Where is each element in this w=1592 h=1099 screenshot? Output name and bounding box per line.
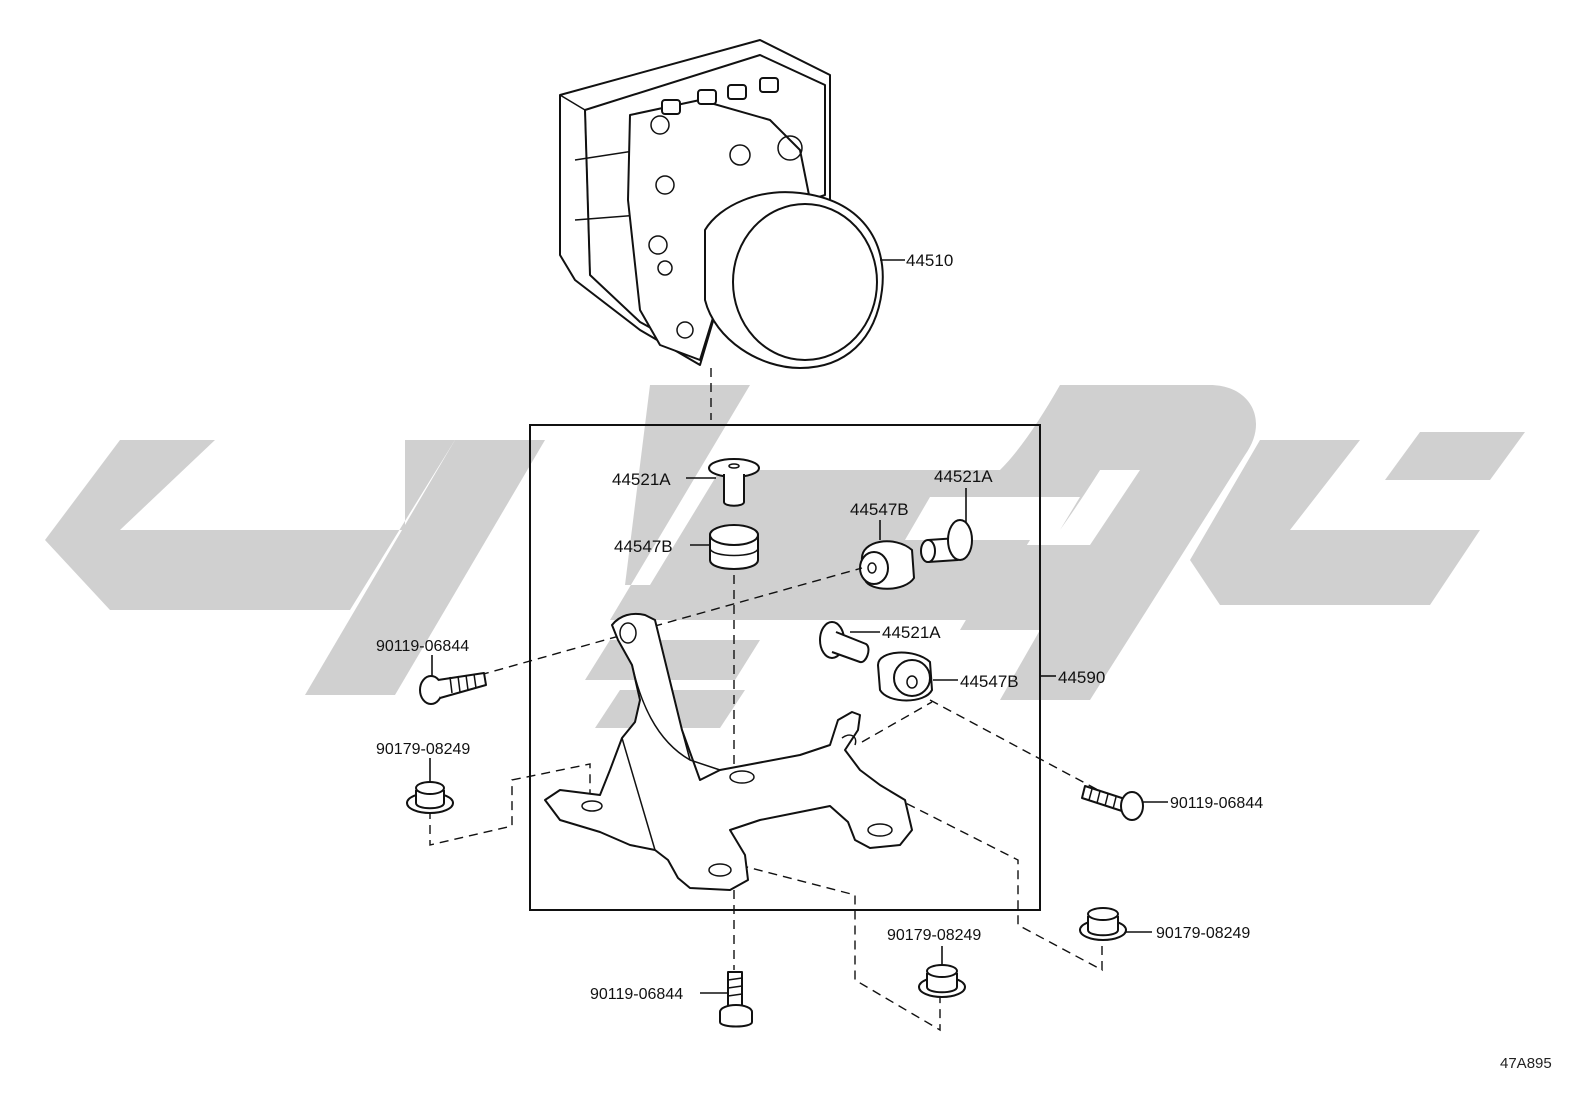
bolt-left[interactable]: [419, 672, 487, 705]
bolt-bottom[interactable]: [719, 971, 753, 1028]
nut-right[interactable]: [1079, 907, 1127, 941]
bracket[interactable]: [544, 612, 913, 891]
label-cushion-top: 44547B: [614, 537, 673, 556]
callout-labels: 44510 44590 44521A 44547B 44547B 44521A …: [376, 251, 1552, 1072]
label-bolt-bottom: 90119-06844: [590, 986, 683, 1003]
actuator-assembly[interactable]: [559, 39, 905, 369]
label-collar-right-lower: 44521A: [882, 623, 941, 642]
label-bracket-assy: 44590: [1058, 668, 1105, 687]
label-nut-bottom: 90179-08249: [887, 927, 981, 944]
collar-right-lower[interactable]: [819, 621, 870, 664]
cushion-top[interactable]: [709, 524, 759, 570]
collar-top[interactable]: [708, 458, 760, 507]
label-bolt-right: 90119-06844: [1170, 795, 1263, 812]
label-collar-top: 44521A: [612, 470, 671, 489]
label-bolt-left: 90119-06844: [376, 638, 469, 655]
cushion-right-upper[interactable]: [859, 540, 915, 590]
bracket-group-frame: [529, 424, 1041, 911]
label-nut-right: 90179-08249: [1156, 925, 1250, 942]
nut-left[interactable]: [406, 781, 454, 814]
label-cushion-right-lower: 44547B: [960, 672, 1019, 691]
nut-bottom[interactable]: [918, 964, 966, 998]
label-nut-left: 90179-08249: [376, 741, 470, 758]
cushion-right-lower[interactable]: [877, 651, 933, 702]
label-actuator: 44510: [906, 251, 953, 270]
collar-right-upper[interactable]: [920, 519, 973, 563]
bolt-right[interactable]: [1081, 785, 1144, 821]
figure-code: 47A895: [1500, 1055, 1552, 1072]
port-fittings: [661, 77, 779, 115]
label-cushion-right-upper: 44547B: [850, 500, 909, 519]
label-collar-right-upper: 44521A: [934, 467, 993, 486]
watermark-logo: [45, 385, 1525, 728]
